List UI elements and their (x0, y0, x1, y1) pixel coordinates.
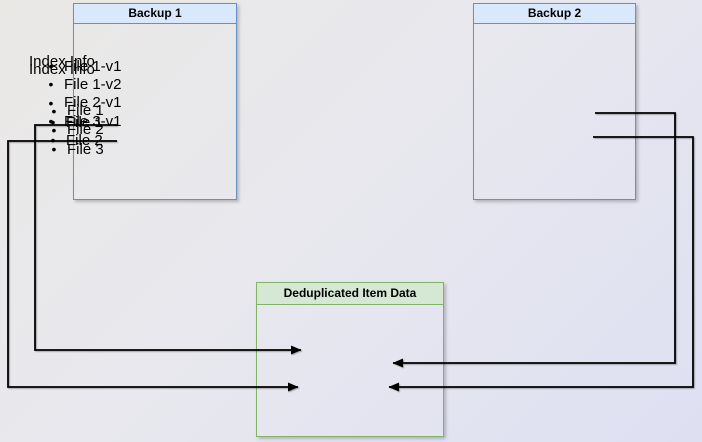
file-label: File 1-v2 (64, 75, 122, 93)
bullet-icon: • (51, 102, 57, 119)
bullet-icon: • (50, 114, 56, 130)
list-item: • File 1-v2 (45, 75, 122, 93)
bullet-icon: • (51, 141, 57, 158)
bullet-icon: • (48, 58, 54, 75)
list-item: • File 3-v1 (45, 112, 122, 130)
deduplicated-item-data-title: Deduplicated Item Data (257, 283, 443, 305)
file-label: File 2-v1 (64, 94, 122, 112)
file-label: File 1 (67, 102, 104, 120)
backup2-box: Backup 2 (473, 3, 636, 200)
bullet-icon: • (48, 113, 54, 130)
backup1-title: Backup 1 (74, 4, 236, 24)
bullet-icon: • (48, 76, 54, 93)
file-label: File 1-v1 (64, 57, 122, 75)
deduplicated-item-data-box: Deduplicated Item Data (256, 282, 444, 437)
backup2-index-info-label: Index Info (29, 53, 95, 70)
file-label: File 3-v1 (64, 112, 122, 130)
backup1-index-info-label: Index Info (29, 61, 95, 78)
list-item: • File 1-v1 (45, 57, 122, 75)
file-label: File 3 (67, 140, 104, 158)
deduplicated-file-list: • File 1-v1 • File 1-v2 • File 2-v1 • Fi… (45, 57, 122, 130)
list-item: • File 3 (48, 140, 104, 159)
list-item: • File 2-v1 (45, 94, 122, 112)
list-item: • File 1 (48, 101, 104, 120)
bullet-icon: • (48, 94, 54, 111)
backup2-title: Backup 2 (474, 4, 635, 24)
